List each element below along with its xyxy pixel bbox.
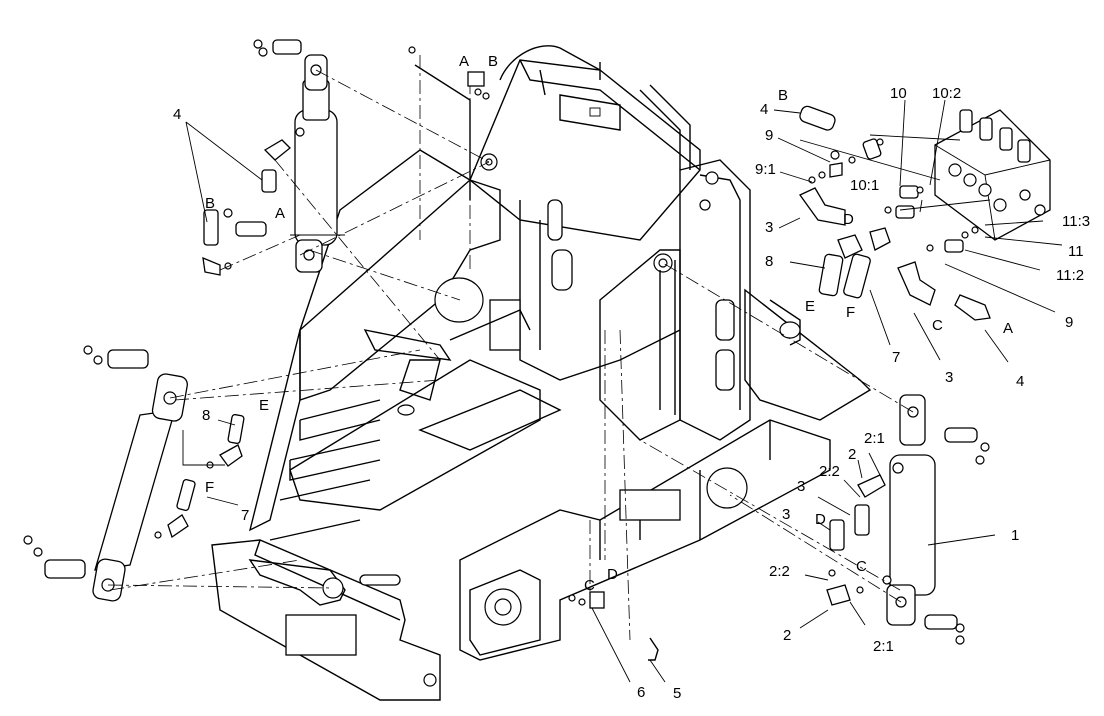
callout-2: 2 xyxy=(783,627,791,644)
callout-4: 4 xyxy=(760,101,768,118)
callout-C: C xyxy=(584,577,595,594)
callout-4: 4 xyxy=(1016,373,1024,390)
upper-left-cylinder xyxy=(202,39,345,276)
callout-2-2: 2:2 xyxy=(769,563,790,580)
callout-A: A xyxy=(459,53,469,70)
callout-7: 7 xyxy=(241,507,249,524)
control-valve xyxy=(799,105,1051,321)
callout-C: C xyxy=(932,317,943,334)
callout-F: F xyxy=(205,479,214,496)
callout-F: F xyxy=(846,304,855,321)
assembly-lines xyxy=(107,69,991,603)
callout-5: 5 xyxy=(673,685,681,702)
callout-labels: 4 B A A B 4 B 10 10:2 9 9:1 10:1 3 D 11:… xyxy=(173,53,1090,702)
callout-10: 10 xyxy=(890,85,907,102)
leader-lines xyxy=(185,99,1063,683)
callout-2-1: 2:1 xyxy=(864,430,885,447)
callout-9: 9 xyxy=(765,127,773,144)
callout-A: A xyxy=(275,205,285,222)
callout-7: 7 xyxy=(892,349,900,366)
callout-8: 8 xyxy=(765,253,773,270)
callout-6: 6 xyxy=(637,684,645,701)
callout-1: 1 xyxy=(1011,527,1019,544)
callout-C: C xyxy=(856,558,867,575)
callout-B: B xyxy=(488,53,498,70)
callout-8: 8 xyxy=(202,407,210,424)
callout-E: E xyxy=(259,397,269,414)
callout-3: 3 xyxy=(782,506,790,523)
callout-11: 11 xyxy=(1068,243,1084,260)
callout-10-2: 10:2 xyxy=(932,85,961,102)
callout-9-1: 9:1 xyxy=(755,161,776,178)
callout-4: 4 xyxy=(173,106,181,123)
callout-11-2: 11:2 xyxy=(1056,267,1084,284)
callout-B: B xyxy=(778,87,788,104)
callout-10-1: 10:1 xyxy=(850,177,879,194)
callout-D: D xyxy=(607,566,618,583)
right-cylinder xyxy=(826,394,990,645)
callout-3: 3 xyxy=(765,219,773,236)
callout-3: 3 xyxy=(797,478,805,495)
callout-E: E xyxy=(805,298,815,315)
callout-D: D xyxy=(843,211,854,228)
callout-B: B xyxy=(205,195,215,212)
callout-D: D xyxy=(815,511,826,528)
lower-left-cylinder xyxy=(23,345,245,602)
callout-2: 2 xyxy=(848,446,856,463)
callout-11-3: 11:3 xyxy=(1062,213,1090,230)
callout-3: 3 xyxy=(945,369,953,386)
callout-2-1: 2:1 xyxy=(873,638,894,655)
callout-9: 9 xyxy=(1065,314,1073,331)
callout-2-2: 2:2 xyxy=(819,463,840,480)
hose-clamps xyxy=(408,46,659,661)
callout-A: A xyxy=(1003,320,1013,337)
